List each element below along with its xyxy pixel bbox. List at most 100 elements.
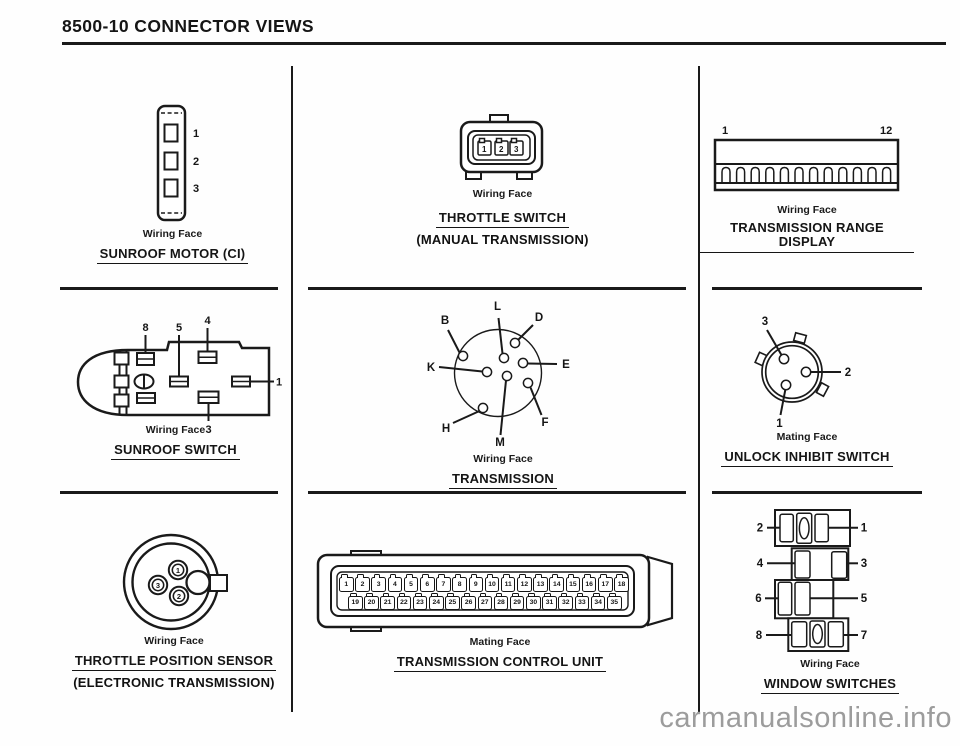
caption-throttle-position-sensor: Wiring Face THROTTLE POSITION SENSOR (EL… [58,635,290,691]
tcu-pin-25: 25 [445,592,460,611]
tcu-pin-34: 34 [590,592,606,611]
face-label: Wiring Face [777,204,837,216]
pin-label-M: M [495,437,505,449]
pin-leader-lines [765,526,858,636]
tcu-pin-3: 3 [371,574,386,592]
pin-label-B: B [441,315,449,327]
column-divider-right [698,66,701,712]
pin-label-5: 5 [861,593,868,605]
pin-label-first: 1 [722,125,728,137]
pin-label-2: 2 [177,592,181,601]
connector-name: TRANSMISSION [448,471,558,490]
connector-body [122,533,228,631]
connector-name: TRANSMISSION RANGE DISPLAY [700,220,914,253]
pin-label-4: 4 [204,315,211,327]
pin-label-8: 8 [142,322,148,334]
title-rule [62,42,946,45]
pin-label-1: 1 [193,128,199,140]
connector-name: THROTTLE SWITCH [435,210,570,229]
connector-body [754,331,830,403]
tcu-pin-17: 17 [598,574,613,592]
row-separator [60,491,278,494]
pin-label-1: 1 [176,566,180,575]
tcu-pin-33: 33 [574,592,590,611]
pin-label-3: 3 [193,183,199,195]
pin-leader-lines [438,317,558,436]
tcu-pin-11: 11 [500,574,516,592]
face-label: Wiring Face [472,188,533,200]
pin-label-7: 7 [861,630,867,642]
tcu-pin-2: 2 [355,574,370,592]
pin-label-3: 3 [861,558,867,570]
tcu-pin-32: 32 [558,592,574,611]
tcu-pin-15: 15 [565,574,581,592]
row-separator [308,491,686,494]
face-label: Wiring Face [800,658,860,670]
face-label: Wiring Face [142,228,203,240]
row-separator [712,287,922,290]
sunroof-motor-diagram: 1 2 3 [156,104,199,222]
tcu-pin-4: 4 [387,574,403,592]
tcu-pin-21: 21 [380,592,395,611]
tcu-pin-29: 29 [509,592,525,611]
tcu-pin-22: 22 [396,592,412,611]
pin-label-2: 2 [845,367,851,379]
tcu-pin-24: 24 [428,592,444,611]
throttle-position-sensor-diagram: 1 3 2 [122,533,228,631]
connector-body [156,104,187,222]
pin-label-F: F [541,417,548,429]
connector-body [453,328,543,418]
tcu-pin-16: 16 [581,574,597,592]
connector-name: UNLOCK INHIBIT SWITCH [721,449,893,468]
tcu-pin-8: 8 [452,574,467,592]
pin-label-6: 6 [755,593,761,605]
tcu-pin-6: 6 [419,574,435,592]
connector-body [713,138,900,192]
tcu-pin-9: 9 [468,574,484,592]
connector-name: WINDOW SWITCHES [760,676,900,695]
watermark: carmanualsonline.info [659,702,952,734]
pin-label-4: 4 [757,558,764,570]
pin-label-H: H [442,423,450,435]
row-separator [60,287,278,290]
caption-throttle-switch: Wiring Face THROTTLE SWITCH (MANUAL TRAN… [380,188,625,248]
column-divider-left [291,66,294,712]
pin-label-8: 8 [756,630,763,642]
pin-label-3: 3 [156,581,160,590]
pin-label-1: 1 [861,523,868,535]
pin-leader-lines [766,329,841,416]
face-label: Mating Face [776,431,838,443]
row-separator [308,287,686,290]
pin-label-D: D [535,312,543,324]
tcu-pin-12: 12 [517,574,532,592]
pin-leader-lines [144,328,274,421]
tcu-pin-27: 27 [477,592,493,611]
tcu-pin-26: 26 [461,592,476,611]
pin-label-2: 2 [193,156,199,168]
tcu-pin-5: 5 [403,574,419,592]
connector-body [774,509,851,653]
tcu-pin-1: 1 [339,574,354,592]
face-label: Mating Face [469,636,531,648]
tcu-pin-31: 31 [542,592,557,611]
connector-subtitle: (MANUAL TRANSMISSION) [416,232,589,248]
connector-body [76,340,271,417]
caption-transmission-range-display: Wiring Face TRANSMISSION RANGE DISPLAY [700,204,914,253]
face-label: Wiring Face [144,635,204,647]
pin-label-K: K [427,362,436,374]
page-title: 8500-10 CONNECTOR VIEWS [62,16,315,36]
pin-label-1: 1 [276,377,282,389]
connector-name: TRANSMISSION CONTROL UNIT [393,654,607,673]
caption-transmission-control-unit: Mating Face TRANSMISSION CONTROL UNIT [310,636,690,673]
tcu-pin-19: 19 [348,592,363,611]
range-tines [721,166,892,182]
pin-label-1: 1 [482,145,487,154]
caption-window-switches: Wiring Face WINDOW SWITCHES [724,658,936,695]
tcu-pin-14: 14 [549,574,565,592]
tcu-pin-23: 23 [412,592,428,611]
pin-label-2: 2 [499,145,504,154]
pin-label-L: L [494,301,501,313]
pin-label-E: E [562,359,570,371]
